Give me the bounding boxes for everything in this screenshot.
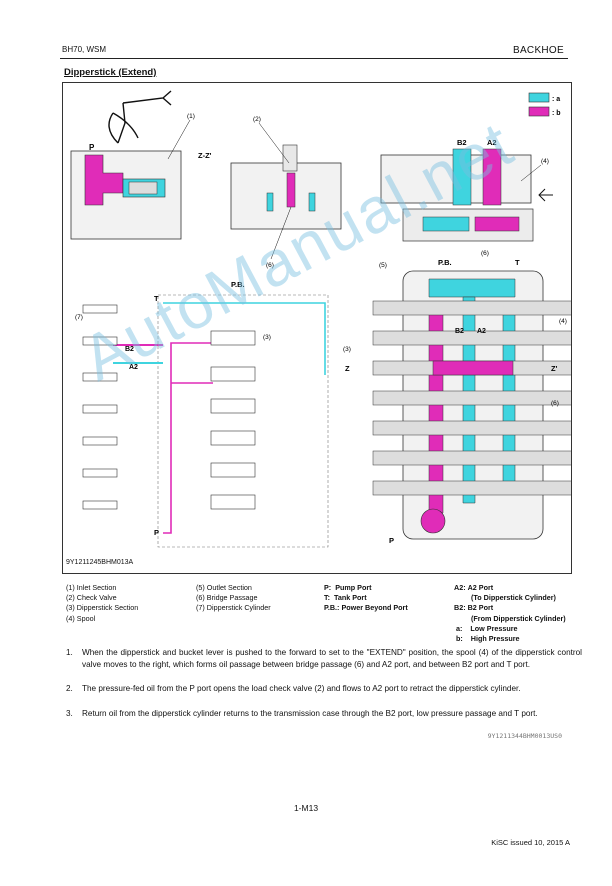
legend-item: (3) Dipperstick Section [66,603,139,613]
lever-icon [108,90,172,144]
legend-port-desc: A2: A2 Port (To Dipperstick Cylinder) B2… [454,583,566,644]
diagram-svg: : a : b P (1) Z-Z' (2) [70,90,574,548]
label-b2-left: B2 [125,346,134,353]
step-3: 3. Return oil from the dipperstick cylin… [66,709,538,718]
legend-item: P: Pump Port [324,583,372,592]
inlet-section-drawing: P (1) [70,113,195,240]
legend-item: (2) Check Valve [66,593,117,603]
step-1: 1. When the dipperstick and bucket lever… [66,648,582,669]
label-pb-left: P.B. [231,280,245,289]
legend-item: (4) Spool [66,613,96,623]
callout-4-top: (4) [541,158,549,165]
label-p-left: P [154,528,159,537]
label-z: Z [345,364,350,373]
callout-1: (1) [187,113,195,120]
label-b2-top: B2 [457,138,467,147]
label-p-top: P [89,143,95,152]
callout-4-right: (4) [559,318,567,325]
callout-3-right: (3) [343,346,351,353]
page-title: Dipperstick (Extend) [64,67,157,78]
legend-swatch-a [528,92,550,103]
callout-6-right: (6) [551,400,559,407]
legend-item: (5) Outlet Section [196,583,252,592]
callout-6-top: (6) [266,262,274,269]
legend-ports: P: Pump Port T: Tank Port P.B.: Power Be… [324,583,408,614]
label-a2-right: A2 [477,328,486,335]
label-a2-top: A2 [487,138,497,147]
hydraulic-schematic: P.B. T P B2 A2 [75,280,329,548]
legend-item: b: High Pressure [456,634,520,644]
legend-item: (From Dipperstick Cylinder) [471,613,566,623]
valve-assembly-drawing: P.B. T B2 A2 Z Z' P (5) (3) (4) (6) [343,258,574,545]
label-p-right: P [389,536,394,545]
callout-3-left: (3) [263,334,271,341]
label-pb-right: P.B. [438,258,452,267]
footer-issue: KiSC issued 10, 2015 A [491,838,570,847]
legend-item: T: Tank Port [324,593,367,603]
legend-item: (7) Dipperstick Cylinder [196,603,271,613]
callout-5: (5) [379,262,387,269]
legend-item: a: Low Pressure [456,623,518,633]
label-b2-right: B2 [455,328,464,335]
check-valve-drawing: Z-Z' (2) (6) [198,116,342,269]
legend-key-a: : a [552,96,560,103]
callout-2: (2) [253,116,261,123]
legend-item: B2: B2 Port [454,603,494,613]
header-model: BH70, WSM [62,45,107,54]
legend-parts-1: (1) Inlet Section (2) Check Valve (3) Di… [66,583,138,624]
legend-key-b: : b [552,110,561,117]
figure-code: 9Y1211245BHM013A [66,559,134,566]
callout-7: (7) [75,314,83,321]
text-code: 9Y1211344BHM0013US0 [487,732,562,740]
step-2: 2. The pressure-fed oil from the P port … [66,684,521,693]
legend-item: (1) Inlet Section [66,583,117,592]
legend-item: (To Dipperstick Cylinder) [471,593,556,603]
spool-top-drawing: B2 A2 (4) (6) [380,138,553,257]
label-t-right: T [515,258,520,267]
page-number: 1-M13 [293,803,319,813]
legend-swatch-b [528,106,550,117]
legend-item: (6) Bridge Passage [196,593,258,603]
legend-item: P.B.: Power Beyond Port [324,603,408,613]
hydraulic-diagram: : a : b P (1) Z-Z' (2) [62,82,574,574]
legend-item: A2: A2 Port [454,583,494,592]
callout-6-mid: (6) [481,250,489,257]
label-a2-left: A2 [129,364,138,371]
label-zz: Z-Z' [198,151,212,160]
legend-parts-2: (5) Outlet Section (6) Bridge Passage (7… [196,583,271,614]
label-t-left: T [154,294,159,303]
header-rule [60,58,568,59]
header-section: BACKHOE [512,45,564,56]
label-z-prime: Z' [551,364,558,373]
